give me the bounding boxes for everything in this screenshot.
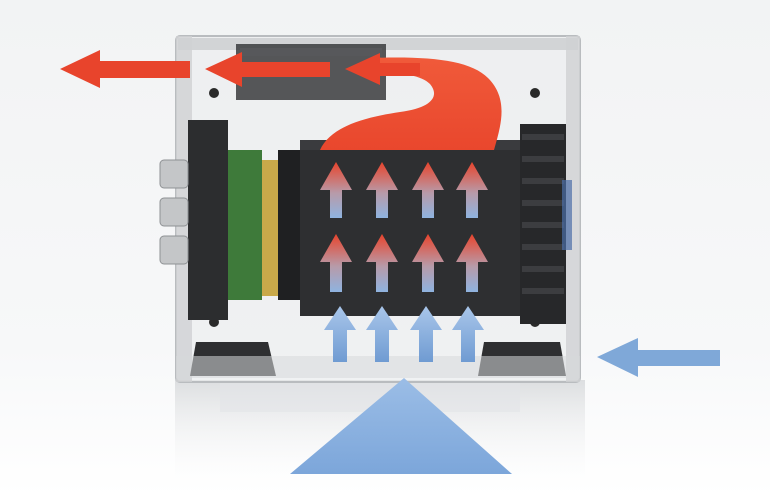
side-intake-arrow	[597, 338, 720, 377]
case-bottom-plate	[176, 356, 580, 378]
exhaust-arrow-2	[205, 52, 330, 87]
exhaust-arrows	[60, 50, 420, 88]
bottom-intake-arrow	[290, 378, 512, 474]
io-shield	[188, 120, 228, 320]
pcie-slot	[278, 150, 300, 300]
screw-top-right	[530, 88, 540, 98]
heat-arrow	[320, 234, 352, 292]
motherboard	[159, 120, 300, 320]
cool-arrow	[410, 306, 442, 362]
heat-arrow-row-bottom	[320, 234, 488, 292]
heat-arrow	[412, 234, 444, 292]
cool-intake-arrows	[324, 306, 484, 362]
io-port-2	[159, 197, 189, 227]
exhaust-arrow-1	[60, 50, 190, 88]
screw-top-left	[209, 88, 219, 98]
cool-arrow	[366, 306, 398, 362]
cool-arrow	[452, 306, 484, 362]
heat-arrows	[320, 162, 488, 292]
heat-arrow	[412, 162, 444, 218]
heat-arrow	[320, 162, 352, 218]
heatsink	[300, 124, 572, 324]
heatsink-fins	[520, 124, 572, 324]
hot-air-flow	[320, 57, 502, 150]
pcie-connector	[262, 160, 278, 296]
heat-arrow	[366, 234, 398, 292]
heat-arrow	[366, 162, 398, 218]
pcb	[228, 150, 262, 300]
cool-arrow	[324, 306, 356, 362]
case-right-wall	[566, 36, 580, 382]
io-port-3	[159, 235, 189, 265]
heat-arrow	[456, 234, 488, 292]
exhaust-arrow-3	[345, 53, 420, 85]
io-port-1	[159, 159, 189, 189]
top-bracket-rail	[240, 48, 382, 56]
heat-arrow	[456, 162, 488, 218]
heat-arrow-row-top	[320, 162, 488, 218]
